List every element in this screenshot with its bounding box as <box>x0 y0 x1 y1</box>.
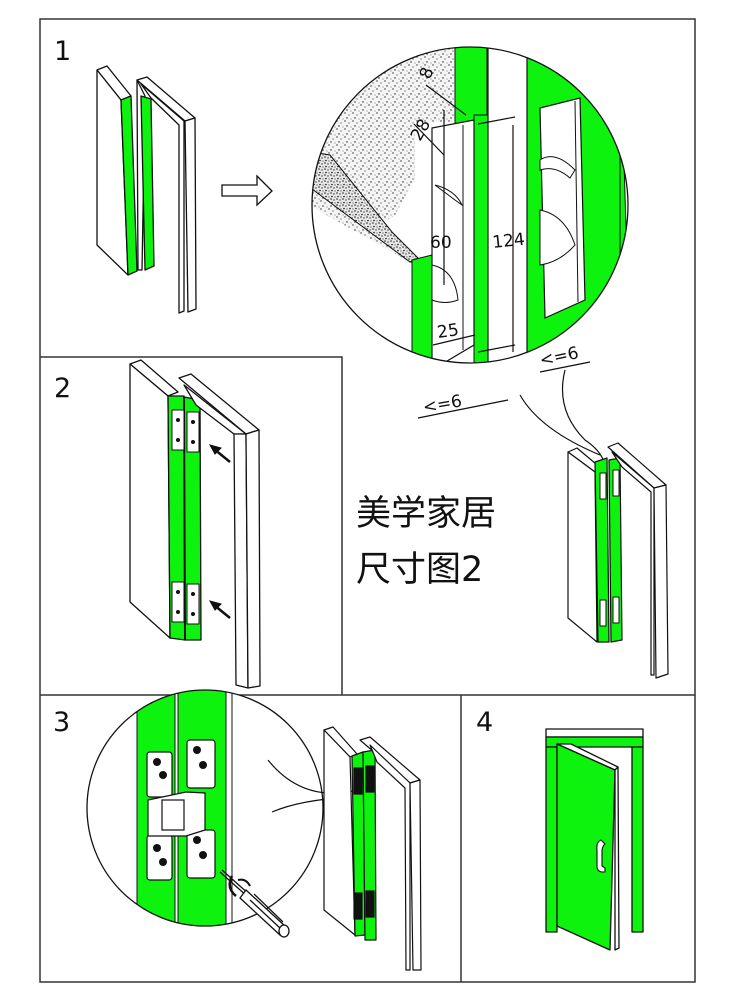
dim-hole-pitch: 60 <box>430 233 452 253</box>
assembled-door-preview <box>567 442 669 679</box>
step-number-2: 2 <box>54 373 71 404</box>
door-handle-icon <box>596 839 606 873</box>
dimension-lines <box>413 84 591 419</box>
dim-cutout-width: 25 <box>436 320 460 343</box>
step-number-1: 1 <box>54 36 71 67</box>
caption-line-2: 尺寸图2 <box>356 550 484 590</box>
caption-line-1: 美学家居 <box>356 494 497 534</box>
screwdriver-icon <box>219 869 290 938</box>
insert-arrow-icon <box>208 444 231 619</box>
step2-hinge-insertion <box>129 359 261 689</box>
hinge-body <box>171 409 200 625</box>
step4-open-door <box>545 728 644 951</box>
panel-frames <box>39 18 696 983</box>
arrow-right-icon <box>221 174 273 207</box>
magnified-cutout-detail: 8 28 60 124 25 <=6 <=6 <box>311 46 629 419</box>
dim-gap-right: <=6 <box>538 343 581 371</box>
step3-magnified-hinge <box>86 689 359 927</box>
magnifier-callout-icon <box>519 369 605 463</box>
step-number-3: 3 <box>53 707 70 738</box>
step-number-4: 4 <box>476 707 493 738</box>
dim-gap-left: <=6 <box>421 391 463 418</box>
step3-door-with-hinges <box>323 726 422 971</box>
step1-door-and-frame <box>96 65 197 314</box>
dim-cutout-length: 124 <box>491 230 525 253</box>
